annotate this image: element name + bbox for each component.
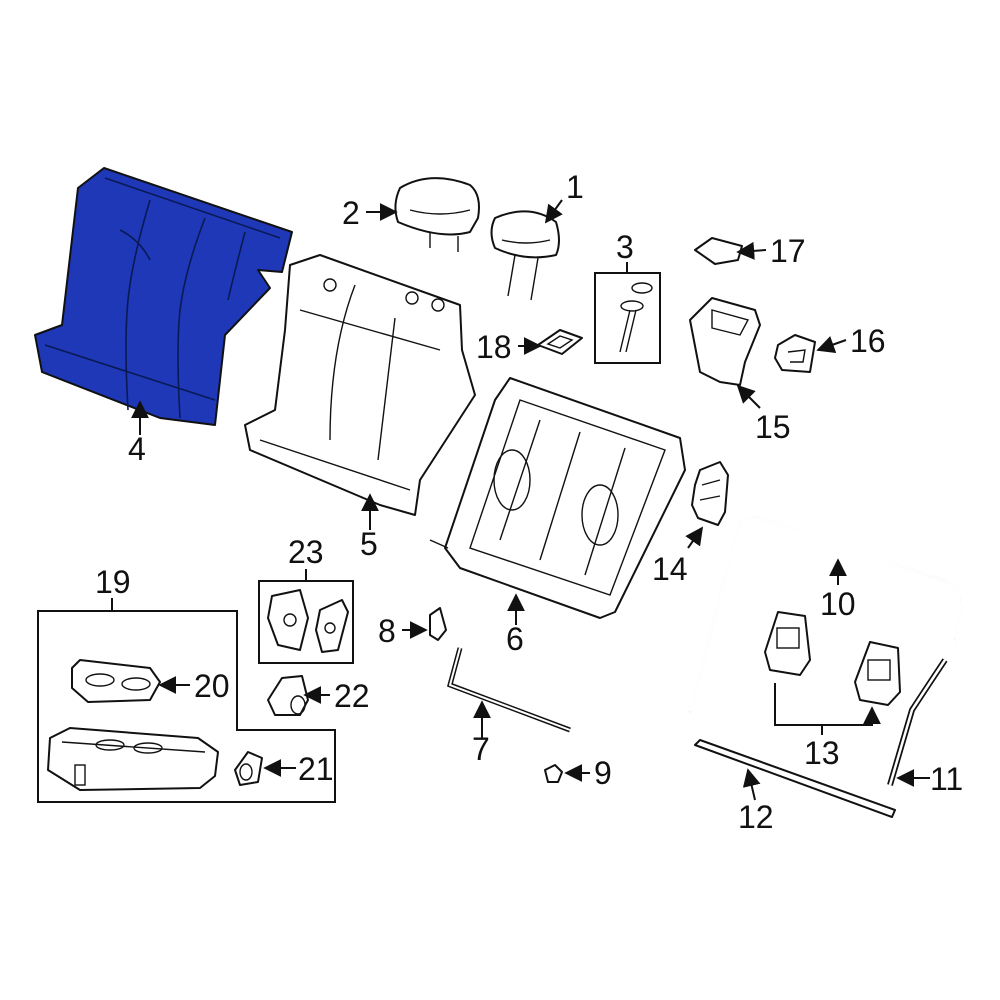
- callout-19: 19: [95, 564, 131, 600]
- part-23-hinge-covers[interactable]: [267, 589, 349, 653]
- part-18-insulator[interactable]: [537, 329, 583, 355]
- cushion-shape: [34, 167, 293, 426]
- callout-5: 5: [360, 526, 378, 562]
- callout-18: 18: [476, 329, 512, 365]
- part-16-clip[interactable]: [774, 334, 816, 373]
- part-2-headrest[interactable]: [394, 177, 480, 252]
- part-14-latch[interactable]: [691, 461, 729, 526]
- part-7-rod[interactable]: [446, 647, 571, 733]
- leaders: [111, 199, 930, 801]
- part-3-headrest-guide[interactable]: [594, 272, 661, 364]
- part-5-seat-back-frame[interactable]: [244, 254, 476, 516]
- callout-15: 15: [755, 409, 791, 445]
- part-21-cover[interactable]: [234, 751, 263, 786]
- callout-21: 21: [298, 751, 334, 787]
- callout-11: 11: [930, 761, 963, 797]
- part-1-headrest[interactable]: [490, 210, 560, 301]
- callout-3: 3: [616, 229, 634, 265]
- callout-17: 17: [770, 233, 806, 269]
- callout-1: 1: [566, 169, 584, 205]
- callout-6: 6: [506, 621, 524, 657]
- callout-4: 4: [128, 431, 146, 467]
- part-12-strip[interactable]: [694, 739, 896, 818]
- part-15-bezel[interactable]: [689, 297, 761, 386]
- part-4-seat-back-cushion[interactable]: [34, 167, 293, 426]
- part-19-armrest[interactable]: [47, 727, 219, 791]
- part-13-brackets[interactable]: [764, 611, 901, 706]
- part-22-cover[interactable]: [267, 675, 309, 716]
- part-20-cup-holder[interactable]: [71, 659, 161, 703]
- part-9-nut[interactable]: [544, 764, 563, 783]
- callout-2: 2: [342, 195, 360, 231]
- callout-10: 10: [820, 586, 856, 622]
- callout-labels: 1 2 3 4 5 6 7 8 9 10 11 12 13 14 15 16 1…: [95, 169, 963, 835]
- callout-8: 8: [378, 613, 396, 649]
- callout-16: 16: [850, 323, 886, 359]
- callout-23: 23: [288, 534, 324, 570]
- part-6-seat-back-panel[interactable]: [429, 377, 686, 619]
- callout-13: 13: [804, 735, 840, 771]
- callout-22: 22: [334, 678, 370, 714]
- callout-9: 9: [594, 755, 612, 791]
- callout-14: 14: [652, 551, 688, 587]
- part-8-clip[interactable]: [429, 607, 447, 641]
- part-10-wire-frame[interactable]: [688, 516, 964, 713]
- callout-20: 20: [194, 668, 230, 704]
- part-11-wire[interactable]: [887, 658, 948, 786]
- part-17-trim-cap[interactable]: [694, 237, 743, 265]
- box-19: [37, 610, 336, 803]
- callout-12: 12: [738, 799, 774, 835]
- callout-7: 7: [472, 731, 490, 767]
